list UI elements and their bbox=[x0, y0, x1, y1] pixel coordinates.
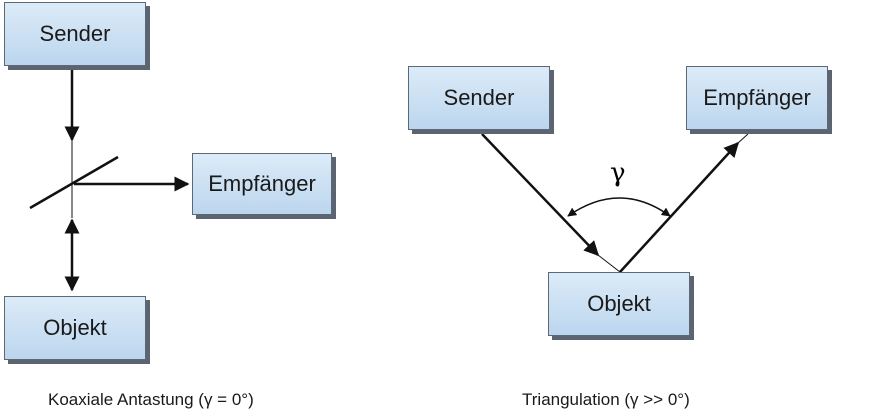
angle-symbol: γ bbox=[610, 158, 626, 188]
triangulation-receiver-label: Empfänger bbox=[703, 85, 811, 110]
triangulation-caption: Triangulation (γ >> 0°) bbox=[522, 390, 690, 409]
triangulation-emit-line bbox=[481, 133, 600, 257]
coaxial-caption: Koaxiale Antastung (γ = 0°) bbox=[48, 390, 254, 409]
sender-label: Sender bbox=[39, 21, 111, 46]
triangulation-return-line bbox=[619, 141, 740, 273]
beam-splitter bbox=[29, 155, 119, 210]
object-box: Objekt bbox=[4, 296, 146, 360]
receiver-box: Empfänger bbox=[192, 153, 332, 215]
receiver-label: Empfänger bbox=[208, 171, 316, 196]
triangulation-object-label: Objekt bbox=[587, 291, 651, 316]
angle-arc bbox=[567, 197, 671, 217]
triangulation-receiver-box: Empfänger bbox=[686, 66, 828, 130]
triangulation-apex-left bbox=[597, 254, 621, 273]
triangulation-sender-box: Sender bbox=[408, 66, 550, 130]
triangulation-sender-label: Sender bbox=[443, 85, 515, 110]
object-label: Objekt bbox=[43, 315, 107, 340]
sender-box: Sender bbox=[4, 2, 146, 66]
triangulation-return-tail bbox=[737, 133, 749, 144]
triangulation-object-box: Objekt bbox=[548, 272, 690, 336]
